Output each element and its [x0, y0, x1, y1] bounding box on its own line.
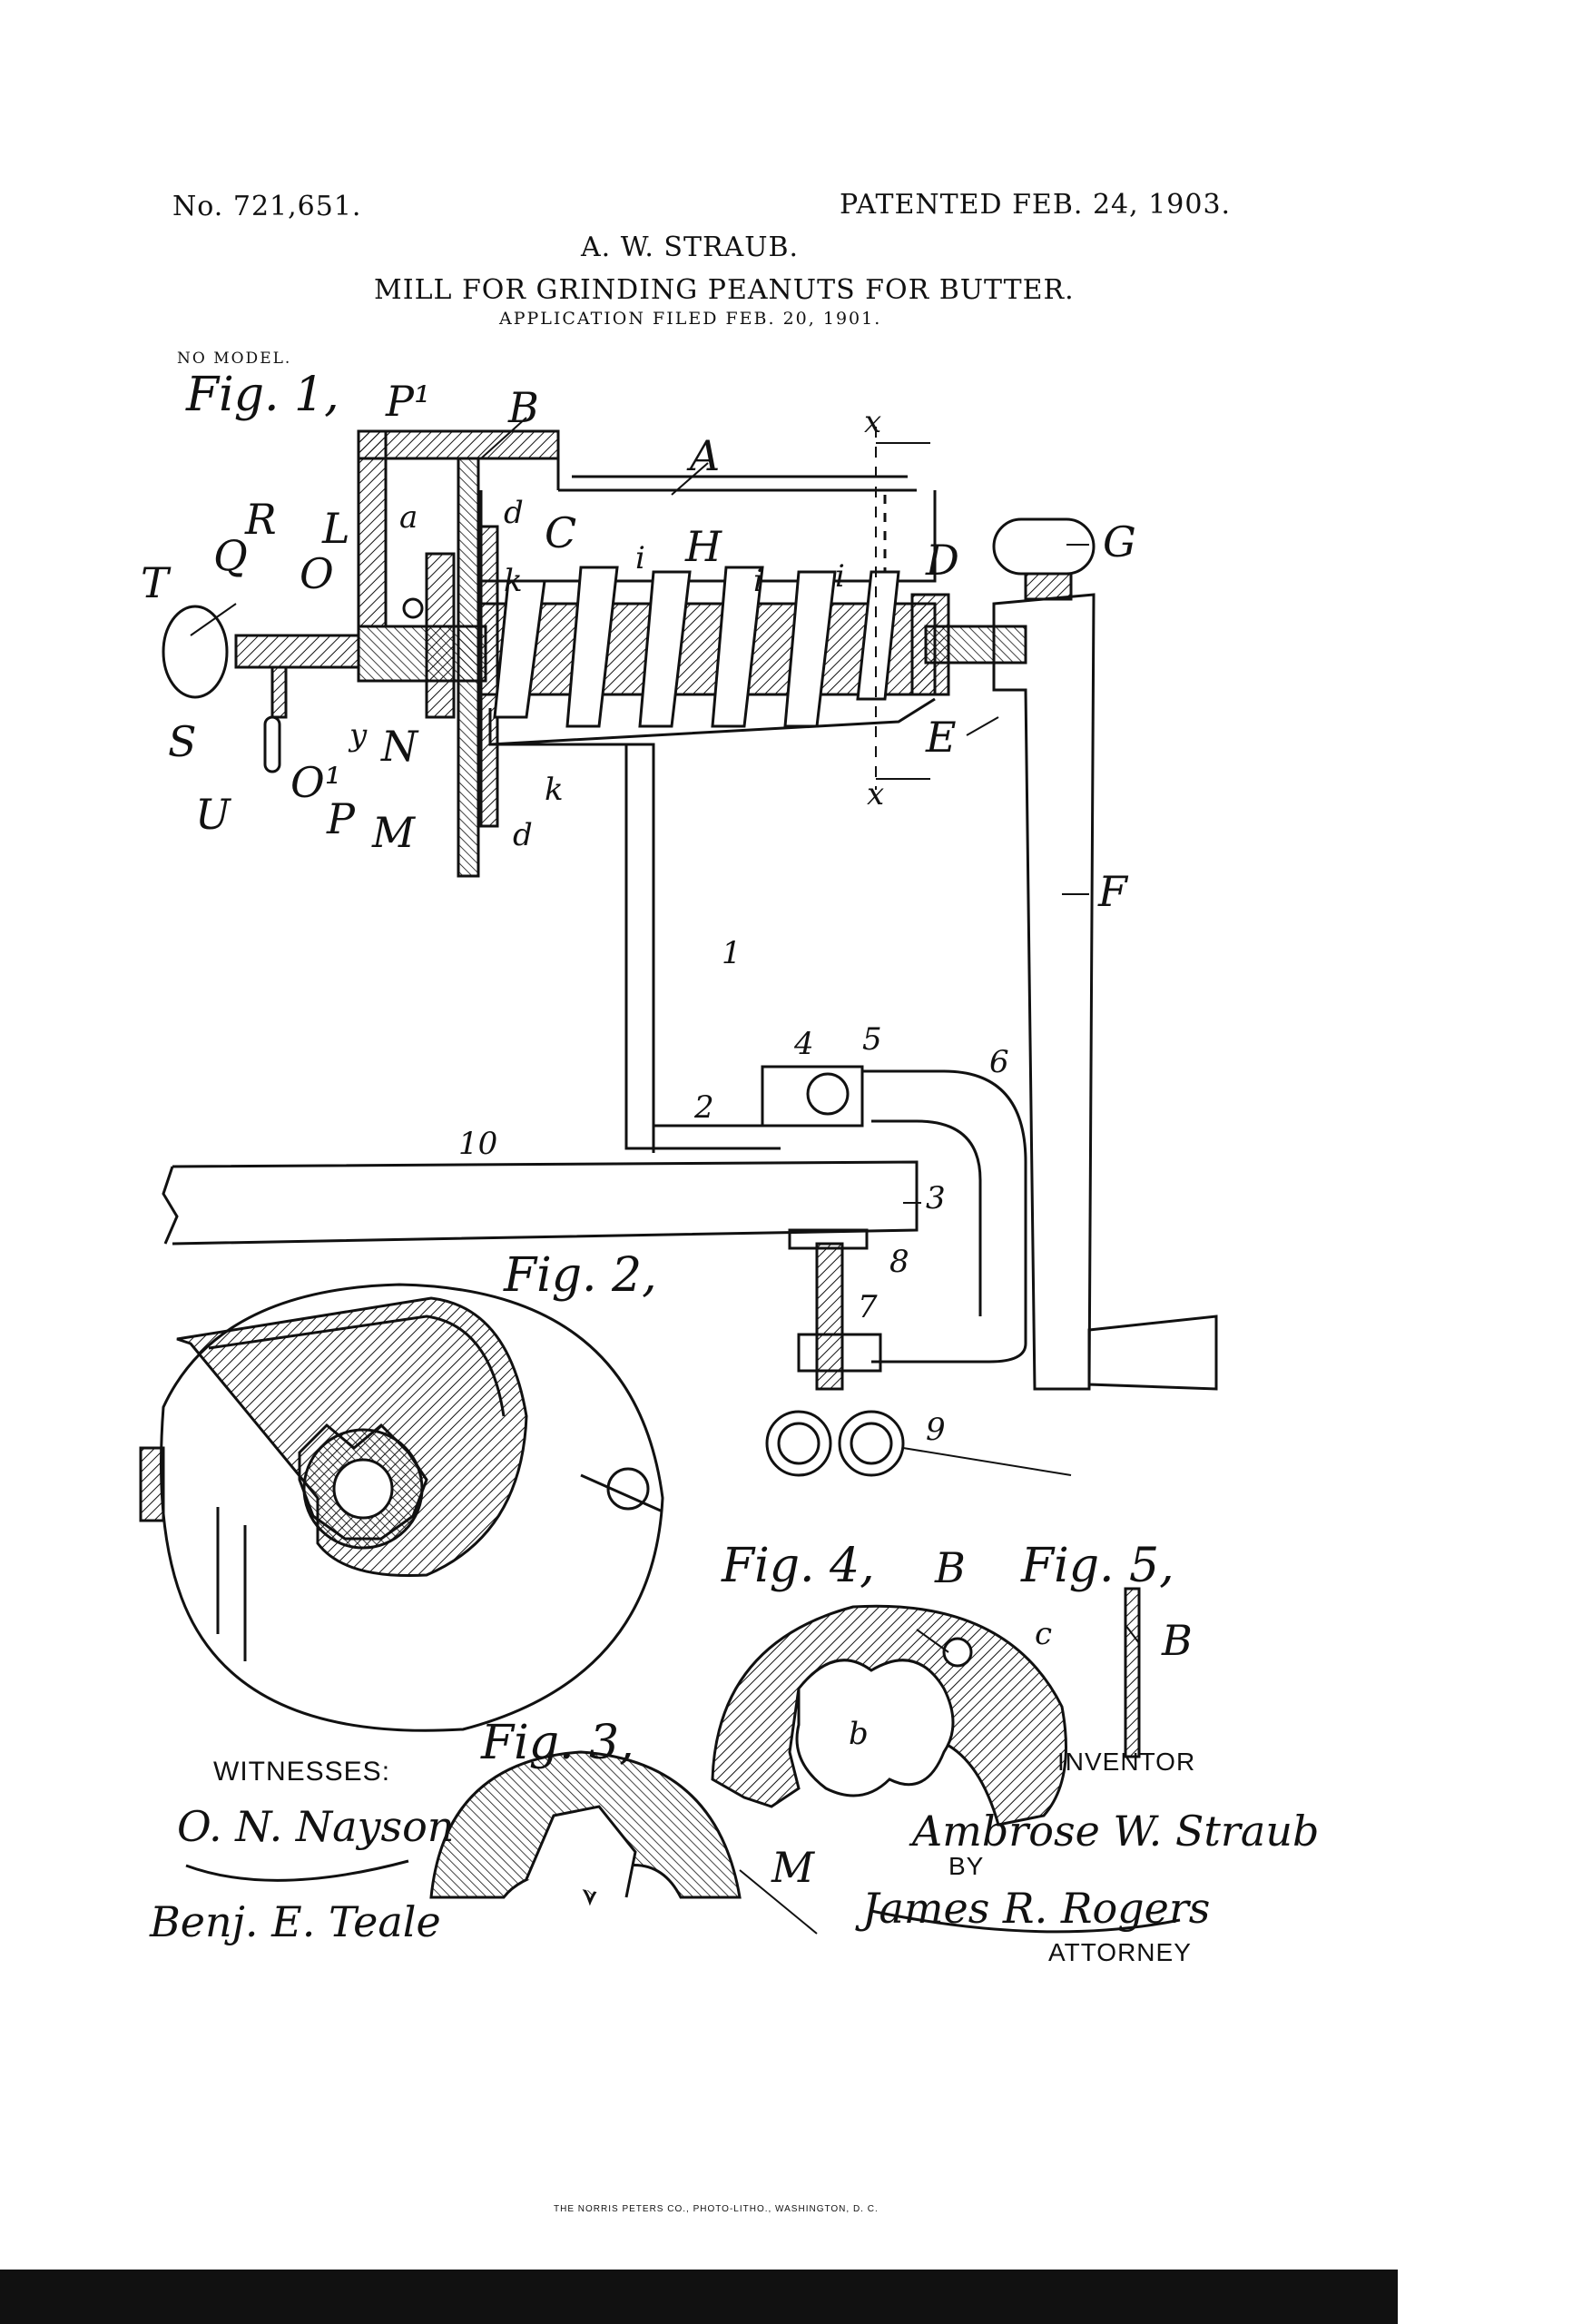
signature-strokes	[185, 1859, 1181, 1934]
label-x-top: x	[864, 404, 882, 440]
crank-handle	[1087, 1315, 1218, 1391]
fig4-label-b: b	[849, 1716, 869, 1752]
hopper-left-wall	[357, 429, 388, 628]
label-y: y	[349, 717, 368, 753]
clamp-bolt-5	[806, 1072, 850, 1116]
label-O: O	[300, 549, 334, 598]
printer-credit: THE NORRIS PETERS CO., PHOTO-LITHO., WAS…	[554, 2204, 879, 2214]
patent-number: No. 721,651.	[172, 191, 362, 222]
label-D: D	[926, 536, 959, 585]
label-S: S	[168, 717, 197, 766]
label-k-bottom: k	[545, 772, 564, 808]
label-6: 6	[989, 1044, 1009, 1080]
label-Q: Q	[213, 531, 248, 580]
label-M: M	[372, 808, 416, 857]
fig3-label-M: M	[771, 1843, 815, 1892]
label-3: 3	[926, 1180, 946, 1216]
label-d-top: d	[504, 495, 524, 531]
model-line: NO MODEL.	[177, 350, 292, 368]
label-N: N	[381, 722, 418, 771]
label-i3: i	[835, 558, 845, 595]
label-P1: P¹	[386, 377, 431, 426]
label-a: a	[399, 499, 418, 536]
application-line: APPLICATION FILED FEB. 20, 1901.	[499, 309, 882, 329]
fig2-housing	[160, 1283, 664, 1732]
wing-nut-9	[765, 1410, 905, 1477]
stand-1	[624, 744, 781, 1150]
label-2: 2	[694, 1089, 714, 1126]
label-10: 10	[458, 1126, 498, 1162]
label-O1: O¹	[290, 758, 342, 807]
label-A: A	[690, 431, 721, 480]
clamp-block-4	[761, 1065, 864, 1128]
leader-lines	[190, 417, 1140, 1935]
label-1: 1	[722, 935, 742, 971]
adjuster-screw	[234, 634, 360, 669]
label-F: F	[1098, 867, 1127, 916]
label-B: B	[508, 383, 539, 432]
label-G: G	[1103, 517, 1136, 566]
label-R: R	[245, 495, 277, 544]
fig2-label: Fig. 2,	[504, 1248, 657, 1303]
scan-edge-bar	[0, 2270, 1398, 2324]
label-i1: i	[635, 540, 645, 576]
fig4-burr	[711, 1604, 1067, 1827]
inventor-label: INVENTOR	[1057, 1748, 1196, 1776]
fig3-drawing	[429, 1750, 742, 1906]
trough	[488, 697, 936, 746]
label-L: L	[322, 504, 350, 553]
patent-title: MILL FOR GRINDING PEANUTS FOR BUTTER.	[374, 274, 1075, 306]
label-d-bottom: d	[513, 817, 533, 853]
fig4-label-c: c	[1035, 1616, 1053, 1652]
inventor-signature: Ambrose W. Straub	[912, 1807, 1320, 1856]
label-C: C	[545, 508, 577, 557]
witness-signature-1: O. N. Nayson	[177, 1802, 455, 1851]
clamp-screw-7	[815, 1242, 844, 1391]
label-k-top: k	[504, 563, 523, 599]
label-x-bottom: x	[867, 776, 885, 812]
conveyor-flights	[493, 566, 900, 728]
label-9: 9	[926, 1412, 946, 1448]
fig2-drawing	[139, 1283, 664, 1732]
label-4: 4	[794, 1026, 814, 1062]
fig4-drawing	[711, 1604, 1067, 1827]
fig4-label: Fig. 4,	[722, 1539, 875, 1593]
fig5-label-B: B	[1162, 1616, 1193, 1665]
fig5-label: Fig. 5,	[1021, 1539, 1174, 1593]
lever-U	[263, 715, 281, 773]
table-board-10	[172, 1160, 919, 1246]
attorney-label: ATTORNEY	[1048, 1938, 1192, 1966]
witnesses-label: WITNESSES:	[213, 1757, 391, 1787]
label-P: P	[327, 794, 355, 843]
clamp-6	[862, 1069, 1027, 1364]
fig5-drawing	[1124, 1587, 1141, 1758]
fig5-plate	[1124, 1587, 1141, 1758]
fig1-drawing	[162, 427, 1218, 1477]
thumb-knob-T	[162, 605, 229, 699]
label-H: H	[685, 522, 722, 571]
label-5: 5	[862, 1021, 882, 1058]
label-T: T	[141, 558, 169, 607]
label-U: U	[195, 790, 231, 839]
label-8: 8	[889, 1244, 909, 1280]
fig1-label: Fig. 1,	[186, 368, 339, 422]
crank-handle-G	[992, 517, 1096, 576]
crank-arm-F	[992, 593, 1096, 1391]
patent-date: PATENTED FEB. 24, 1903.	[840, 189, 1232, 221]
by-label: BY	[948, 1852, 985, 1880]
inventor-name: A. W. STRAUB.	[581, 231, 800, 263]
hopper-top	[357, 429, 560, 460]
witness-signature-2: Benj. E. Teale	[150, 1897, 441, 1946]
label-7: 7	[858, 1289, 878, 1325]
attorney-signature: James R. Rogers	[862, 1884, 1211, 1933]
label-i2: i	[753, 563, 763, 599]
fig4-label-B: B	[935, 1543, 966, 1592]
label-E: E	[926, 713, 957, 762]
bearing-D	[910, 593, 950, 696]
